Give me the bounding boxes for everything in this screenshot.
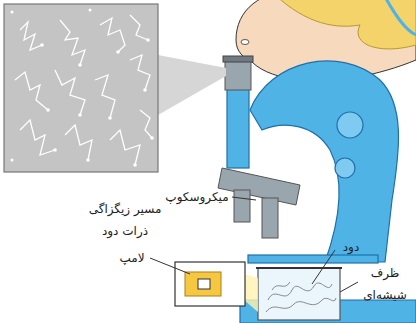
- zigzag-paths: [15, 15, 152, 165]
- focus-knob: [335, 158, 355, 178]
- glass-container: [258, 268, 340, 320]
- observer-eye: [241, 40, 249, 45]
- smoke-particles: [11, 9, 154, 167]
- microscope-stage: [248, 255, 378, 263]
- container-lid: [256, 267, 342, 269]
- objective-lens: [234, 190, 250, 222]
- leader-line: [312, 250, 335, 284]
- eyepiece-cap: [223, 56, 253, 62]
- leader-line: [232, 197, 256, 200]
- light-beam: [244, 274, 258, 312]
- part-label: ظرف شیشه‌ای: [356, 262, 414, 306]
- lamp-filament: [198, 279, 210, 289]
- leader-line: [150, 258, 190, 274]
- body-tube: [227, 88, 249, 168]
- magnified-view: [4, 4, 158, 172]
- observer-collar: [384, 0, 416, 35]
- zoom-wedge: [158, 55, 226, 115]
- lamp-housing: [175, 262, 245, 306]
- observer-hair: [270, 0, 416, 49]
- focus-knob: [337, 112, 363, 138]
- part-label: لامپ: [112, 247, 152, 269]
- microscope-arm: [250, 61, 399, 262]
- part-label: میکروسکوپ: [160, 186, 234, 208]
- smoke-wisps: [266, 282, 336, 312]
- part-label: دود: [334, 236, 368, 258]
- path-caption: مسیر زیگزاگی ذرات دود: [80, 198, 170, 242]
- eyepiece: [225, 60, 251, 90]
- nosepiece: [218, 168, 300, 205]
- leader-line: [340, 282, 358, 292]
- objective-lens: [262, 198, 278, 238]
- lamp-bulb: [185, 272, 221, 296]
